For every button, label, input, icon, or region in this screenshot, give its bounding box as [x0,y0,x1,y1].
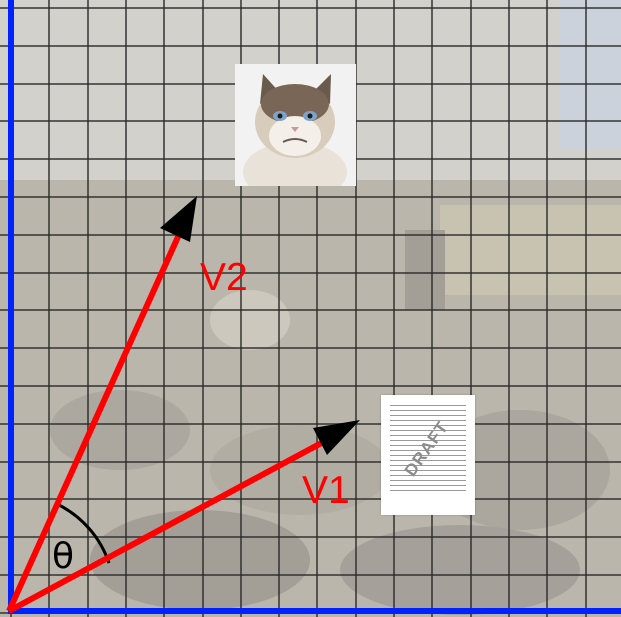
draft-document-image: DRAFT [381,395,475,515]
vector-v1-label: V1 [302,469,350,512]
document-text-lines [390,405,466,495]
vector-v2 [6,226,185,613]
vector-v2-arrowhead [160,196,197,242]
cat-photo [235,64,356,186]
angle-label: θ [52,536,74,577]
vector-v1-arrowhead [313,420,360,455]
vector-v1 [7,437,329,614]
vector-v2-label: V2 [200,256,248,299]
